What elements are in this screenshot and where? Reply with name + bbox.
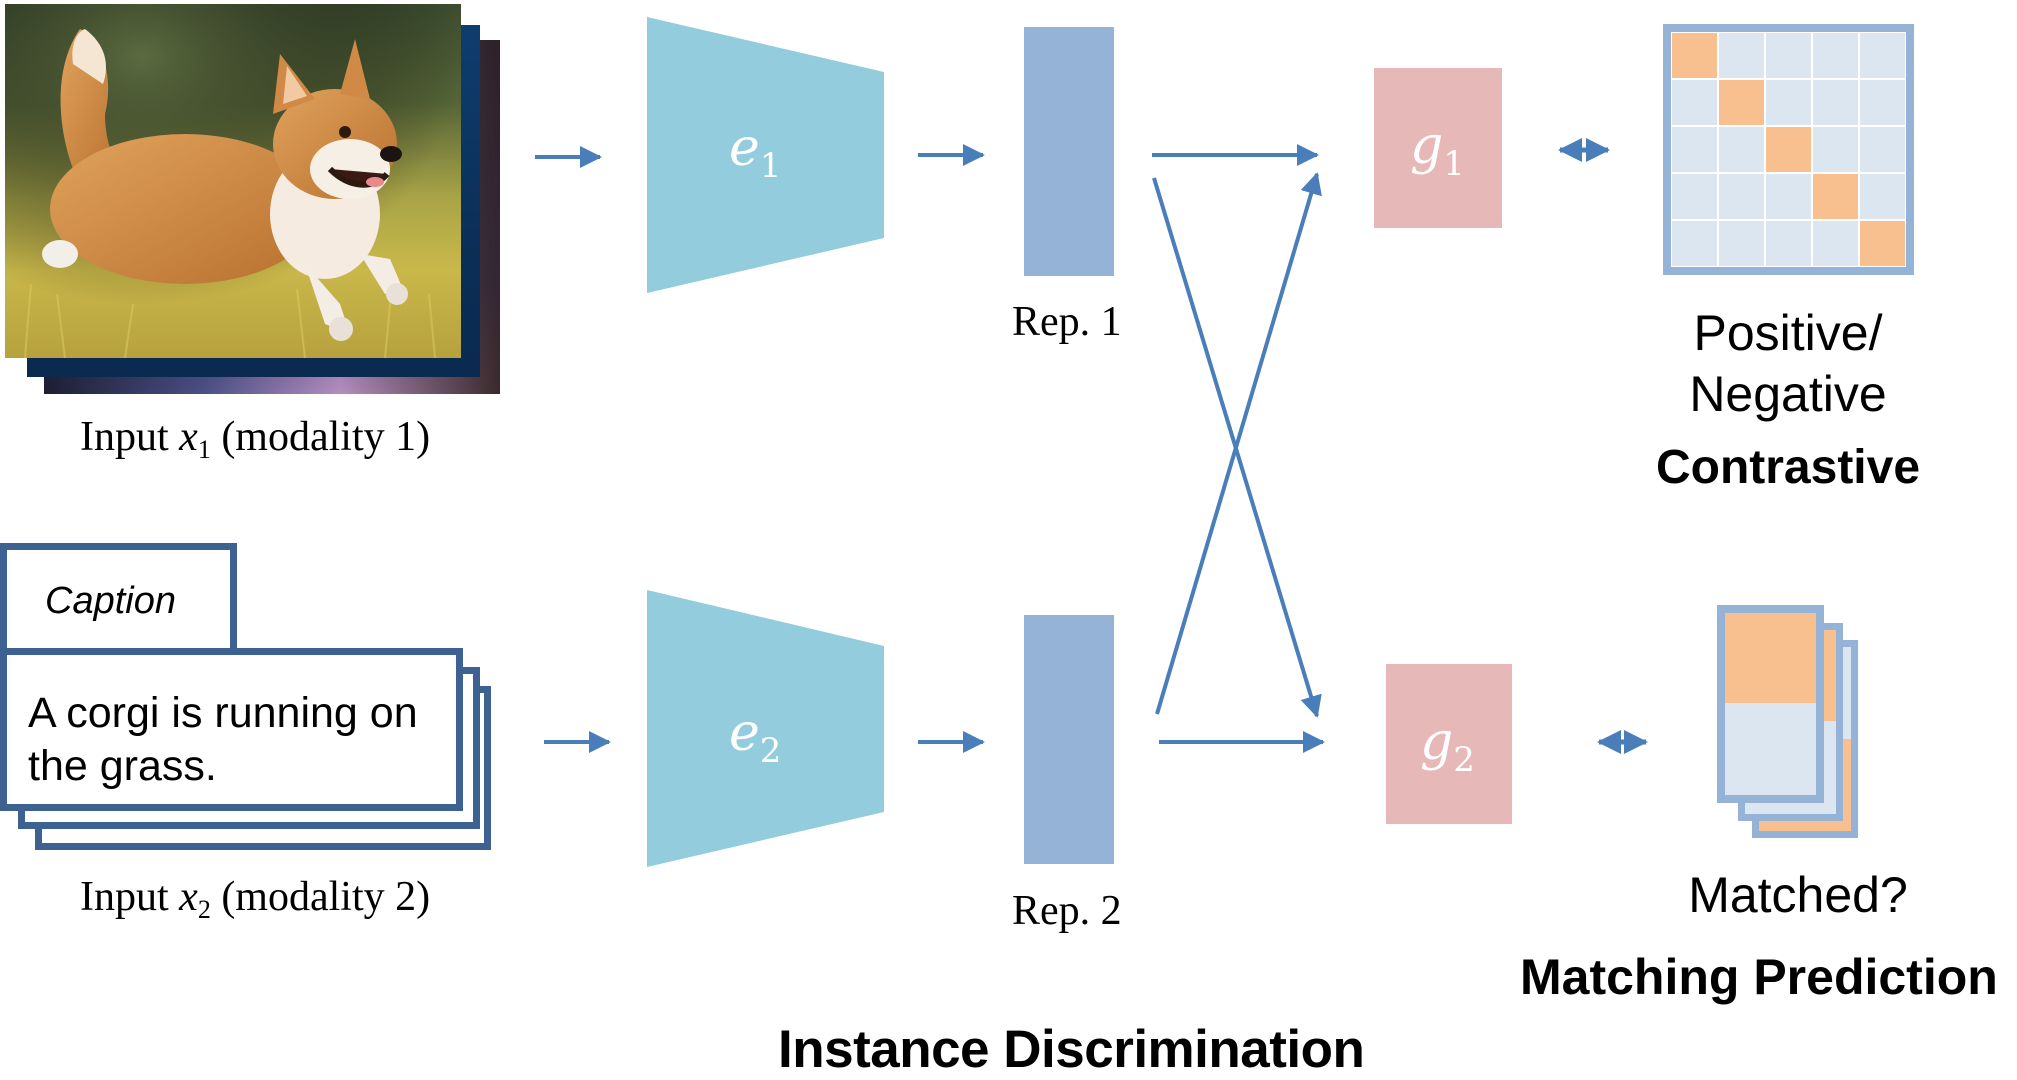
matrix-cell-negative	[1672, 127, 1717, 172]
input-1-label: Input x1 (modality 1)	[80, 413, 430, 465]
representation-2-label: Rep. 2	[1012, 888, 1122, 934]
matching-title: Matching Prediction	[1520, 949, 1998, 1005]
matrix-cell-positive	[1766, 127, 1811, 172]
contrastive-title: Contrastive	[1655, 441, 1921, 494]
contrastive-label-line-1: Positive/	[1693, 305, 1883, 361]
projection-head-1-label: g1	[1410, 116, 1465, 184]
caption-tab: Caption	[0, 543, 237, 655]
matrix-cell-negative	[1719, 174, 1764, 219]
contrastive-similarity-matrix	[1663, 24, 1914, 275]
matrix-cell-negative	[1860, 80, 1905, 125]
diagram-title: Instance Discrimination	[778, 1020, 1365, 1079]
input-1-variable: x	[179, 414, 198, 460]
input-1-label-suffix: (modality 1)	[210, 414, 431, 460]
matrix-cell-negative	[1860, 174, 1905, 219]
matching-card-1	[1717, 605, 1824, 803]
matrix-cell-positive	[1719, 80, 1764, 125]
caption-tab-label: Caption	[45, 580, 176, 622]
input-2-label-suffix: (modality 2)	[210, 874, 431, 920]
matrix-cell-positive	[1672, 33, 1717, 78]
matrix-cell-negative	[1719, 221, 1764, 266]
matrix-cell-negative	[1813, 127, 1858, 172]
matrix-cell-negative	[1813, 33, 1858, 78]
input-1-label-prefix: Input	[80, 414, 180, 460]
matrix-cell-negative	[1813, 80, 1858, 125]
matrix-cell-negative	[1860, 127, 1905, 172]
matrix-cell-negative	[1766, 221, 1811, 266]
matrix-border	[1663, 24, 1914, 275]
matrix-cell-positive	[1813, 174, 1858, 219]
encoder-2-label: e2	[729, 703, 782, 771]
corgi-photo	[5, 4, 461, 358]
matrix-cell-negative	[1672, 80, 1717, 125]
contrastive-label-line-2: Negative	[1689, 366, 1887, 422]
caption-card: A corgi is running on the grass.	[0, 648, 463, 811]
encoder-1-shape	[647, 17, 884, 293]
matrix-cell-negative	[1672, 221, 1717, 266]
input-2-subscript: 2	[197, 895, 211, 924]
input-2-variable: x	[179, 874, 198, 920]
matching-card-stack	[1717, 605, 1858, 838]
caption-text: A corgi is running on the grass.	[28, 689, 418, 790]
projection-head-2-box	[1386, 664, 1512, 824]
matrix-cell-negative	[1766, 33, 1811, 78]
input-2-label-prefix: Input	[80, 874, 180, 920]
arrow-rep2-to-g1	[1155, 172, 1322, 715]
matrix-cell-negative	[1719, 127, 1764, 172]
projection-head-1-box	[1374, 68, 1502, 228]
projection-head-2-label: g2	[1420, 712, 1475, 780]
matrix-cell-negative	[1766, 80, 1811, 125]
representation-2-bar	[1024, 615, 1114, 864]
matrix-cell-negative	[1719, 33, 1764, 78]
corgi-illustration	[5, 4, 461, 358]
matrix-cell-negative	[1860, 33, 1905, 78]
input-1-subscript: 1	[197, 435, 211, 464]
matching-question: Matched?	[1688, 867, 1908, 923]
input-2-label: Input x2 (modality 2)	[80, 873, 430, 925]
encoder-2-shape	[647, 590, 884, 867]
matrix-cell-negative	[1813, 221, 1858, 266]
encoder-1-label: e1	[729, 118, 782, 186]
matrix-cell-negative	[1672, 174, 1717, 219]
matrix-cell-positive	[1860, 221, 1905, 266]
matrix-cell-negative	[1766, 174, 1811, 219]
representation-1-bar	[1024, 27, 1114, 276]
representation-1-label: Rep. 1	[1012, 299, 1122, 345]
